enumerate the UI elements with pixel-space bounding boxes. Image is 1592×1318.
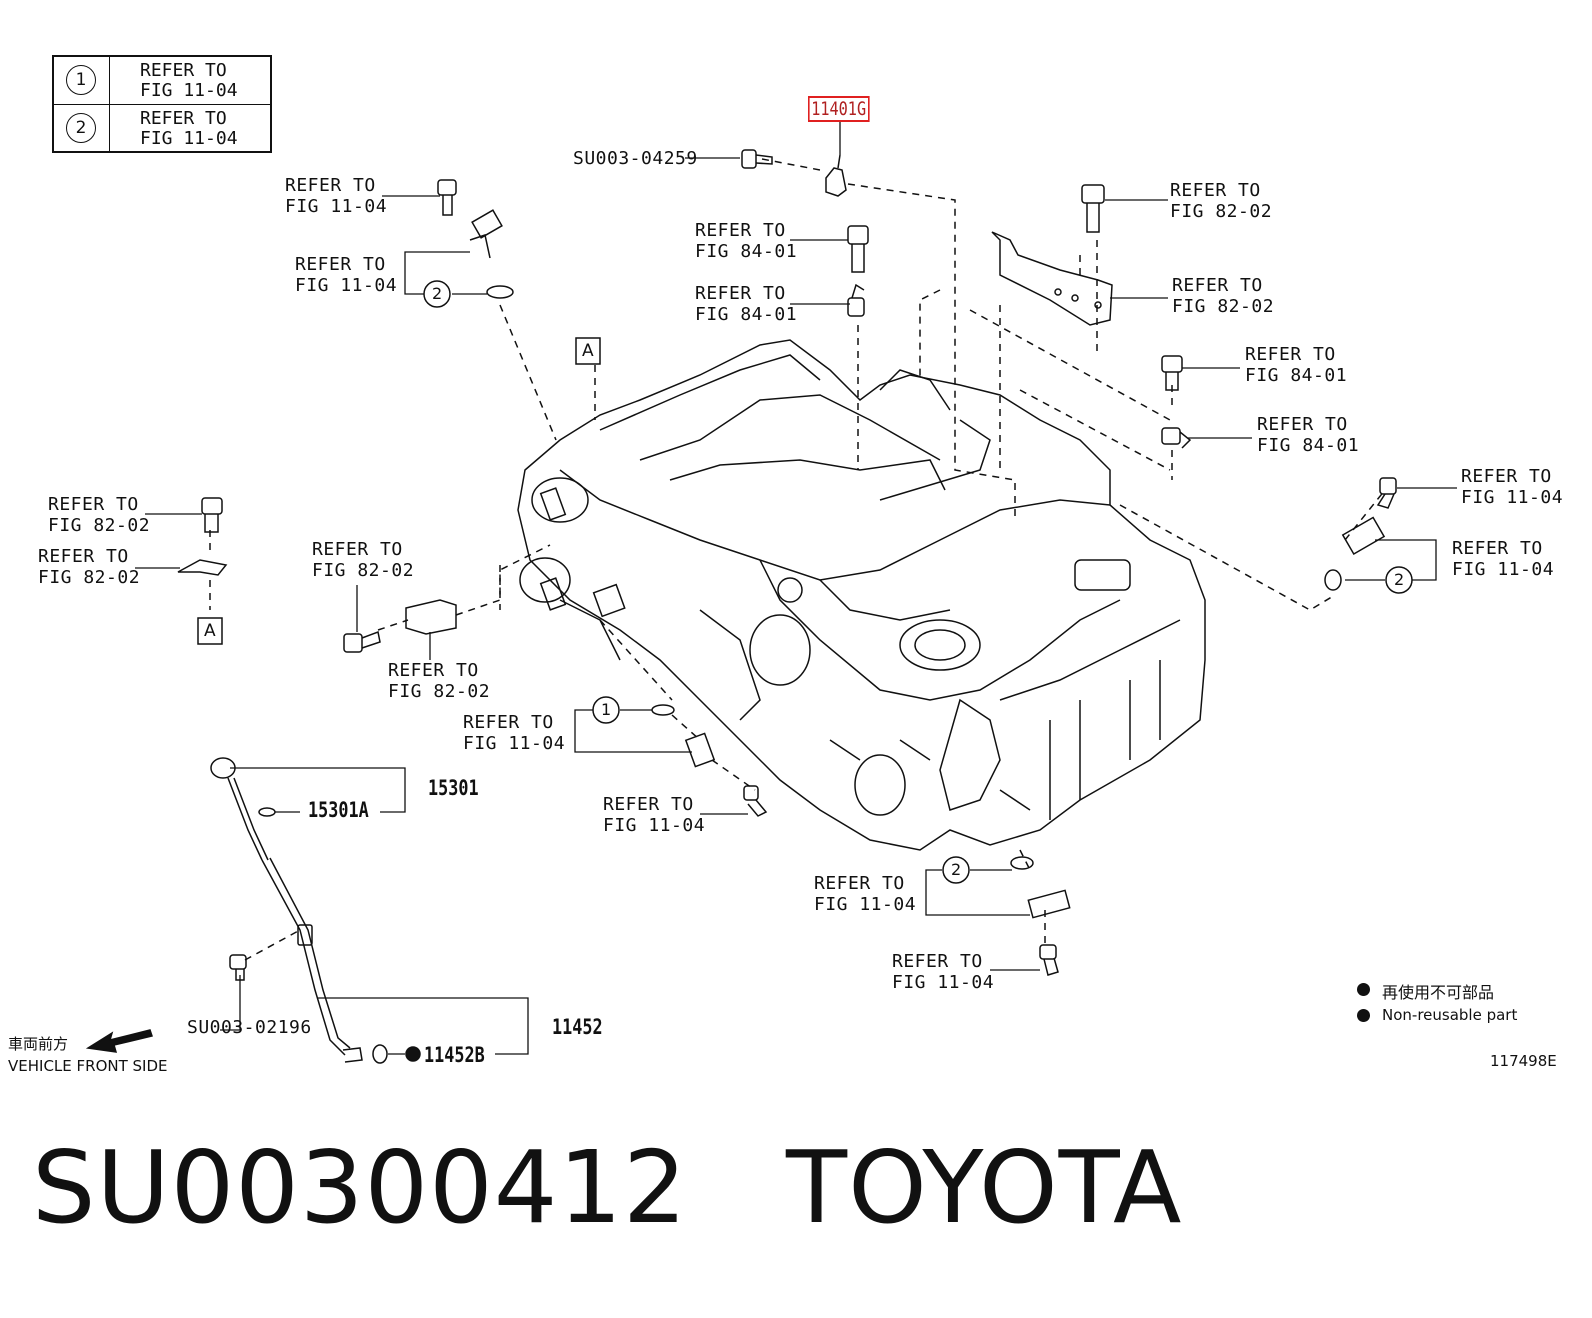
vehicle-front-en: VEHICLE FRONT SIDE — [8, 1057, 168, 1075]
refer-label[interactable]: REFER TO FIG 11-04 — [892, 951, 995, 993]
sensor-bottom — [1027, 889, 1071, 919]
part-number-su003-02196[interactable]: SU003-02196 — [187, 1017, 312, 1038]
refer-label[interactable]: REFER TO FIG 11-04 — [603, 794, 706, 836]
marker-a-top-box — [575, 337, 601, 365]
refer-label[interactable]: REFER TO FIG 11-04 — [295, 254, 398, 296]
dashed-leaders — [209, 158, 1386, 961]
marker-a-left: A — [204, 621, 216, 641]
oring-top-left — [486, 285, 514, 299]
bracket-84-top — [847, 283, 865, 317]
legend-num-cell: 1 — [54, 57, 110, 104]
legend-number: 1 — [66, 65, 96, 95]
refer-label[interactable]: REFER TO FIG 11-04 — [1461, 466, 1564, 508]
bolt-84-top — [847, 225, 869, 273]
part-number-15301[interactable]: 15301 — [428, 776, 479, 800]
refer-label[interactable]: REFER TO FIG 84-01 — [1257, 414, 1360, 456]
marker-a-top: A — [582, 341, 594, 361]
bolt-bottom — [1039, 944, 1059, 976]
circle-number: 2 — [951, 860, 962, 879]
page-title: SU00300412 TOYOTA — [32, 1129, 1183, 1246]
part-number-11452[interactable]: 11452 — [552, 1015, 603, 1039]
refer-label[interactable]: REFER TO FIG 84-01 — [695, 220, 798, 262]
sensor-top-left — [469, 209, 503, 259]
legend-text: REFER TO FIG 11-04 — [140, 60, 238, 101]
bolt-82-left — [201, 497, 223, 533]
refer-label[interactable]: REFER TO FIG 11-04 — [463, 712, 566, 754]
bolt-82-tr — [1081, 184, 1105, 233]
part-number-11452b[interactable]: 11452B — [424, 1043, 485, 1067]
sensor-far-right — [1341, 516, 1386, 556]
bracket-82-left — [177, 559, 228, 576]
oring-11452b — [372, 1044, 388, 1064]
dipstick-15301 — [210, 757, 269, 861]
part-number-15301a[interactable]: 15301A — [308, 798, 369, 822]
callout-circle-2-right — [1385, 566, 1413, 594]
part-number-11401g[interactable]: 11401G — [808, 96, 870, 122]
refer-label[interactable]: REFER TO FIG 84-01 — [1245, 344, 1348, 386]
callout-circle-2-bottom — [942, 856, 970, 884]
bracket-84-r — [1161, 427, 1192, 449]
bolt-top-left — [437, 179, 457, 216]
vehicle-front-jp: 車両前方 — [8, 1035, 69, 1053]
refer-label[interactable]: REFER TO FIG 82-02 — [388, 660, 491, 702]
figure-id: 117498E — [1490, 1052, 1557, 1070]
legend-num-cell: 2 — [54, 105, 110, 152]
bracket-82-tr — [991, 231, 1113, 326]
refer-label[interactable]: REFER TO FIG 11-04 — [814, 873, 917, 915]
non-reusable-dot-icon — [1357, 1009, 1370, 1022]
circle-number: 1 — [601, 700, 612, 719]
legend-row: 1 REFER TO FIG 11-04 — [54, 57, 270, 105]
legend-table: 1 REFER TO FIG 11-04 2 REFER TO FIG 11-0… — [52, 55, 272, 153]
non-reusable-dot-11452b — [405, 1046, 421, 1062]
oring-far-right — [1324, 569, 1342, 591]
non-reusable-note-jp: 再使用不可部品 — [1382, 983, 1495, 1002]
refer-label[interactable]: REFER TO FIG 82-02 — [1170, 180, 1273, 222]
bolt-mid — [743, 785, 768, 817]
legend-text: REFER TO FIG 11-04 — [140, 108, 238, 149]
bolt-su003-04259 — [741, 149, 773, 169]
refer-label[interactable]: REFER TO FIG 82-02 — [1172, 275, 1275, 317]
bolt-84-r — [1161, 355, 1183, 391]
part-11401g-clip — [825, 154, 847, 197]
bolt-far-right — [1376, 477, 1397, 509]
legend-row: 2 REFER TO FIG 11-04 — [54, 105, 270, 152]
sensor-mid — [684, 732, 716, 768]
engine-block — [517, 339, 1206, 851]
front-arrow-icon — [85, 1029, 153, 1053]
refer-label[interactable]: REFER TO FIG 82-02 — [312, 539, 415, 581]
bolt-su003-02196 — [229, 954, 247, 981]
oring-15301a — [258, 807, 276, 817]
non-reusable-note-en: Non-reusable part — [1382, 1006, 1518, 1024]
bracket-82-mid — [405, 599, 457, 635]
oring-bottom — [1010, 856, 1034, 870]
marker-a-left-box — [197, 617, 223, 645]
refer-label[interactable]: REFER TO FIG 82-02 — [38, 546, 141, 588]
callout-lines — [135, 120, 1457, 1055]
circle-number: 2 — [432, 284, 443, 303]
callout-circle-1-mid — [592, 696, 620, 724]
refer-label[interactable]: REFER TO FIG 84-01 — [695, 283, 798, 325]
refer-label[interactable]: REFER TO FIG 82-02 — [48, 494, 151, 536]
bolt-82-mid — [343, 630, 381, 653]
refer-label[interactable]: REFER TO FIG 11-04 — [1452, 538, 1555, 580]
refer-label[interactable]: REFER TO FIG 11-04 — [285, 175, 388, 217]
guide-11452 — [261, 857, 363, 1063]
non-reusable-dot-icon — [1357, 983, 1370, 996]
circle-number: 2 — [1394, 570, 1405, 589]
oring-mid — [651, 704, 675, 716]
callout-circle-2-top-left — [423, 280, 451, 308]
legend-number: 2 — [66, 113, 96, 143]
part-number-su003-04259[interactable]: SU003-04259 — [573, 148, 698, 169]
